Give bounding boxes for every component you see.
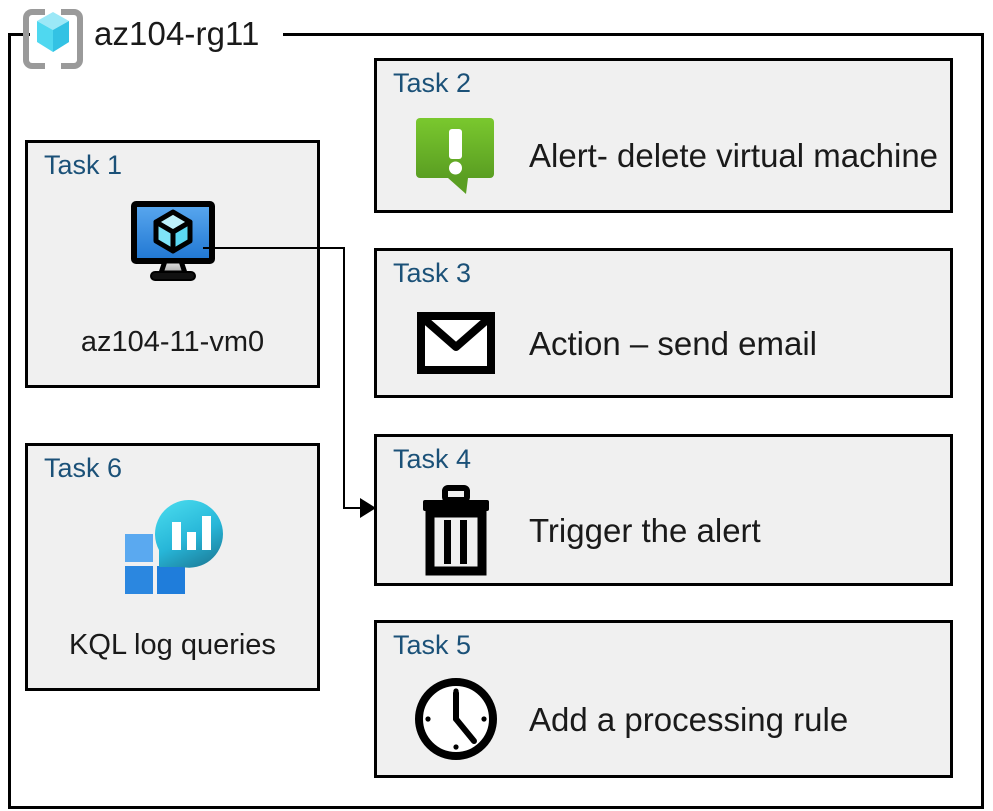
resource-group-name: az104-rg11	[94, 14, 260, 52]
task-card-text: Action – send email	[529, 324, 817, 362]
connector-segment-vertical	[343, 247, 345, 509]
clock-icon	[411, 677, 501, 761]
task-label: Task 3	[393, 258, 472, 288]
task-card-task-5[interactable]: Task 5 Add a processing rule	[374, 620, 953, 778]
bracket-left	[23, 9, 45, 69]
virtual-machine-icon	[28, 191, 317, 295]
connector-segment-horizontal-top	[203, 247, 345, 249]
bracket-right	[61, 9, 83, 69]
frame-top-edge-left	[8, 33, 30, 36]
task-label: Task 2	[393, 68, 472, 98]
connector-segment-horizontal-bottom	[343, 507, 363, 509]
arrow-right-icon	[360, 498, 376, 518]
frame-top-edge-right	[283, 33, 984, 36]
task-card-text: az104-11-vm0	[80, 326, 265, 358]
task-label: Task 4	[393, 444, 472, 474]
trash-can-icon	[411, 485, 501, 576]
task-card-text: Trigger the alert	[529, 511, 761, 549]
cube-glyph	[37, 12, 69, 52]
task-card-task-4[interactable]: Task 4 Trigger the alert	[374, 434, 953, 586]
task-card-task-1[interactable]: Task 1	[25, 140, 320, 388]
resource-group-header: az104-rg11	[22, 3, 260, 69]
task-label: Task 1	[44, 150, 123, 180]
frame-right-edge	[981, 33, 984, 809]
task-card-task-3[interactable]: Task 3 Action – send email	[374, 248, 953, 398]
task-label: Task 5	[393, 630, 472, 660]
azure-resource-group-icon	[22, 5, 84, 69]
task-label: Task 6	[44, 453, 123, 483]
alert-bubble-icon	[411, 114, 501, 198]
envelope-icon	[411, 301, 501, 385]
task-card-task-2[interactable]: Task 2 Alert- delete virtual machin	[374, 58, 953, 213]
task-card-text: Add a processing rule	[529, 700, 849, 738]
task-card-text: Alert- delete virtual machine	[529, 137, 939, 174]
task-card-task-6[interactable]: Task 6 KQL log queries	[25, 443, 320, 691]
frame-bottom-edge	[8, 806, 984, 809]
log-analytics-icon	[28, 494, 317, 598]
task-card-text: KQL log queries	[69, 629, 276, 661]
frame-left-edge	[8, 33, 11, 809]
